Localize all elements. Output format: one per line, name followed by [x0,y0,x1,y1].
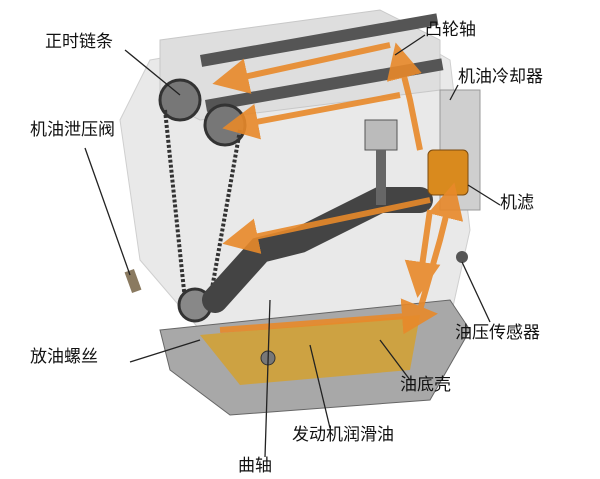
label-camshaft: 凸轮轴 [425,20,476,40]
oil-pool [200,315,420,385]
label-engine-oil: 发动机润滑油 [292,425,394,445]
piston [364,119,398,151]
oil-flow-arrows [212,42,464,335]
leader-lines [84,34,501,458]
oil-filter [427,149,469,196]
label-oil-cooler: 机油冷却器 [458,67,543,87]
label-crankshaft: 曲轴 [238,456,272,476]
connecting-rod [376,150,386,205]
pressure-sensor-part [456,251,468,263]
label-oil-pan: 油底壳 [400,375,451,395]
label-drain-plug: 放油螺丝 [30,347,98,367]
cam-gear-2 [203,103,247,147]
cam-gear-1 [158,78,202,122]
camshaft-upper [200,13,439,67]
timing-chain [163,109,242,301]
label-timing-chain: 正时链条 [45,32,113,52]
relief-valve [124,268,142,294]
label-oil-filter: 机滤 [500,193,534,213]
crankshaft [202,187,433,313]
label-pressure-sensor: 油压传感器 [455,323,540,343]
label-relief-valve: 机油泄压阀 [30,120,115,140]
camshaft-lower [205,58,444,112]
